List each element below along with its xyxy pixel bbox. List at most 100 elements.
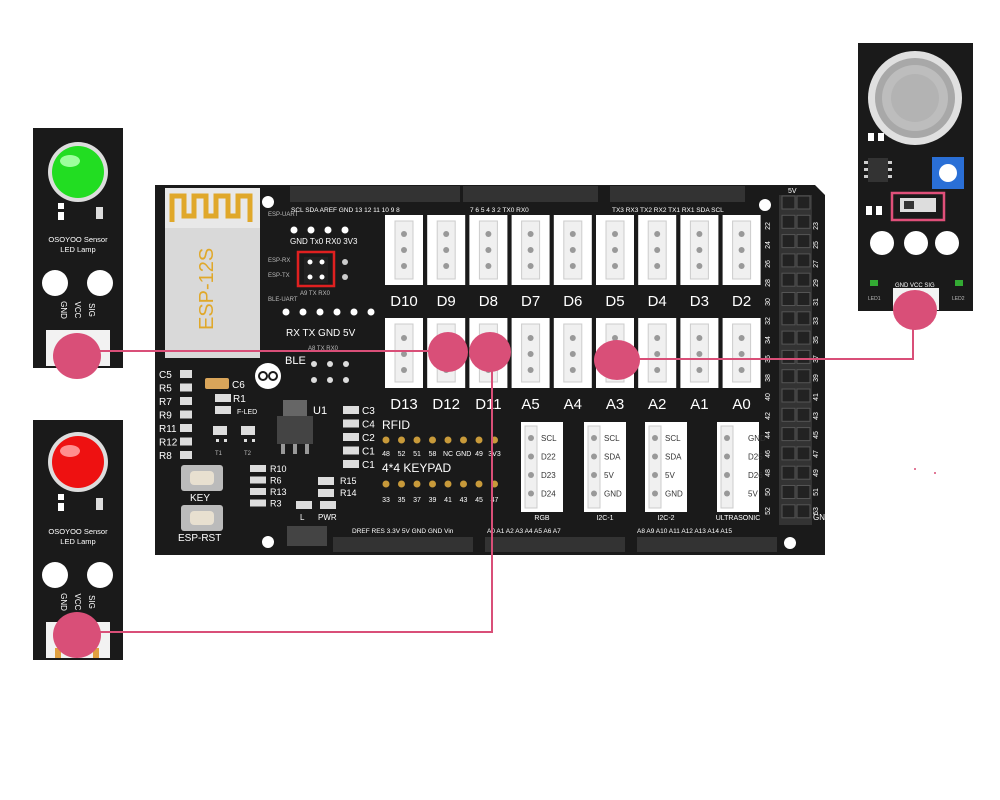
r14-resistor (318, 489, 334, 497)
r14-label: R14 (340, 488, 357, 498)
green-led-gnd-label: GND (59, 301, 68, 319)
module-pin-label: 5V (604, 471, 614, 480)
port-pin (569, 367, 576, 373)
module-pin (528, 453, 534, 460)
gas-sensor-led1: LED1 (868, 296, 881, 302)
marker-d12 (428, 332, 468, 372)
mount-hole (759, 199, 771, 211)
marker-red-led-sig (53, 612, 101, 658)
smd-component (180, 451, 192, 459)
module-inner (720, 425, 734, 509)
capacitor-label: C4 (362, 420, 375, 431)
header-pin (796, 388, 811, 403)
component-label: R7 (159, 397, 172, 408)
module-pin (724, 435, 730, 441)
smd-component (180, 383, 192, 392)
port-pin (401, 231, 407, 237)
resistor-label: R13 (270, 487, 287, 497)
header-pin (796, 407, 811, 422)
sensor-switch-highlight (890, 191, 946, 222)
port-pin (401, 247, 407, 253)
rfid-pin (429, 436, 436, 444)
port-pin (696, 351, 703, 357)
capacitor (343, 433, 359, 441)
module-pin-label: GND (665, 490, 683, 499)
header-number: 25 (813, 241, 820, 249)
port-pin (738, 231, 745, 237)
header-pin (796, 253, 811, 268)
header-number: 28 (765, 279, 772, 287)
module-pin (528, 472, 534, 478)
marker-a3 (594, 340, 640, 380)
rfid-pin-label: 49 (475, 451, 483, 458)
key-label: KEY (190, 493, 210, 504)
module-pin (591, 472, 597, 478)
port-label: D10 (390, 293, 418, 310)
port-label: D12 (432, 396, 460, 413)
module-pin-label: 5V (748, 490, 758, 499)
port-label: D4 (648, 293, 667, 310)
module-pin-label: SDA (604, 453, 621, 462)
component-label: R8 (159, 451, 172, 462)
module-pin-label: SCL (541, 434, 557, 443)
green-led-module: OSOYOO Sensor LED Lamp GND VCC SIG (33, 128, 123, 368)
gas-sensor-led2: LED2 (952, 296, 965, 302)
osoyoo-logo (255, 363, 281, 389)
header-pin (781, 485, 796, 499)
port-label: D2 (732, 293, 751, 310)
port-pin (738, 335, 745, 341)
smd-component (180, 370, 192, 378)
header-number: 30 (765, 298, 772, 306)
header-number: 39 (813, 374, 820, 382)
keypad-pin (413, 480, 421, 488)
header-number: 51 (813, 488, 820, 496)
keypad-pin-label: 43 (460, 497, 468, 504)
esp-uart-pins: GND Tx0 RX0 3V3 (290, 237, 358, 246)
rfid-pin-label: GND (456, 451, 472, 458)
port-pin (696, 335, 703, 341)
header-number: 35 (813, 336, 820, 344)
port-d10: D10 (385, 215, 423, 310)
esp-jumper-pins (304, 257, 348, 283)
rfid-pin-label: 52 (398, 451, 406, 458)
ble-uart-header (282, 308, 375, 316)
esp-uart-header (290, 226, 349, 234)
component-label: C5 (159, 370, 172, 381)
smd-component (180, 410, 192, 419)
rfid-pin-label: 48 (382, 451, 390, 458)
port-pin (738, 263, 745, 269)
port-d2: D2 (722, 215, 761, 310)
l-led (296, 501, 312, 509)
mount-hole (784, 537, 796, 549)
port-pin (527, 231, 534, 237)
header-number: 38 (765, 374, 772, 382)
esp-rst-button: ESP-RST (178, 505, 223, 544)
header-number: 43 (813, 412, 820, 420)
capacitor-label: C2 (362, 433, 375, 444)
port-a2: A2 (638, 318, 677, 413)
red-led-sig-label: SIG (87, 595, 96, 609)
header-number: 49 (813, 469, 820, 477)
rfid-pin (475, 436, 483, 444)
fled-indicator (215, 406, 231, 414)
port-label: D5 (605, 293, 624, 310)
module-inner (648, 425, 662, 509)
port-pin (485, 247, 492, 253)
red-led-label-2: LED Lamp (60, 537, 95, 546)
wifi-module-label: ESP-12S (196, 248, 218, 330)
header-pin (796, 504, 811, 519)
connection-markers (53, 290, 937, 658)
module-pin-label: D22 (541, 453, 556, 462)
header-number: 34 (765, 336, 772, 344)
module-inner (524, 425, 538, 509)
port-label: D6 (563, 293, 582, 310)
bottom-analog-labels-1: A0 A1 A2 A3 A4 A5 A6 A7 (487, 528, 561, 535)
header-number: 26 (765, 260, 772, 268)
port-pin (527, 367, 534, 373)
keypad-pin-label: 45 (475, 497, 483, 504)
header-number: 45 (813, 431, 820, 439)
header-pin (796, 311, 811, 326)
